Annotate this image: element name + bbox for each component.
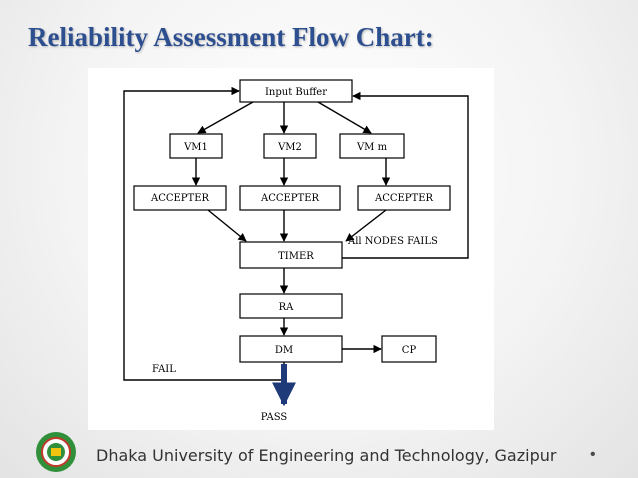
all-nodes-fails-label: All NODES FAILS: [347, 236, 438, 247]
arrow-buffer-to-vm1: [197, 101, 254, 134]
arrow-accepter3-to-timer: [345, 209, 387, 242]
university-seal-icon: [36, 432, 76, 472]
dm-label: DM: [275, 345, 293, 356]
input-buffer-label: Input Buffer: [265, 87, 327, 98]
timer-box: [239, 241, 343, 269]
vm2-label: VM2: [277, 142, 302, 153]
vm2-box: [263, 133, 317, 159]
timer-label: TIMER: [278, 251, 314, 262]
footer-bullet: •: [590, 446, 596, 463]
vmm-label: VM m: [356, 142, 388, 153]
flow-chart-svg: Input Buffer VM1 VM2 VM m ACCEPTER ACCEP…: [123, 79, 469, 423]
input-buffer-box: [239, 79, 353, 103]
vmm-box: [339, 133, 405, 159]
accepter-2-label: ACCEPTER: [260, 193, 320, 204]
ra-label: RA: [279, 302, 295, 313]
accepter-3-label: ACCEPTER: [374, 193, 434, 204]
dm-box: [239, 335, 343, 363]
all-nodes-fails-loop: [342, 91, 469, 259]
fail-label: FAIL: [152, 364, 176, 375]
flow-chart-diagram: Input Buffer VM1 VM2 VM m ACCEPTER ACCEP…: [88, 68, 494, 430]
cp-box: [381, 335, 437, 363]
accepter-3-box: [357, 185, 451, 211]
vm1-label: VM1: [183, 142, 208, 153]
pass-label: PASS: [261, 412, 288, 423]
arrow-buffer-to-vmm: [317, 101, 372, 134]
cp-label: CP: [402, 345, 417, 356]
ra-box: [239, 293, 343, 319]
accepter-2-box: [239, 185, 341, 211]
accepter-1-box: [133, 185, 227, 211]
vm1-box: [169, 133, 223, 159]
slide-title: Reliability Assessment Flow Chart:: [28, 22, 434, 52]
accepter-1-label: ACCEPTER: [150, 193, 210, 204]
footer-institution-name: Dhaka University of Engineering and Tech…: [96, 446, 557, 465]
arrow-accepter1-to-timer: [207, 209, 247, 242]
